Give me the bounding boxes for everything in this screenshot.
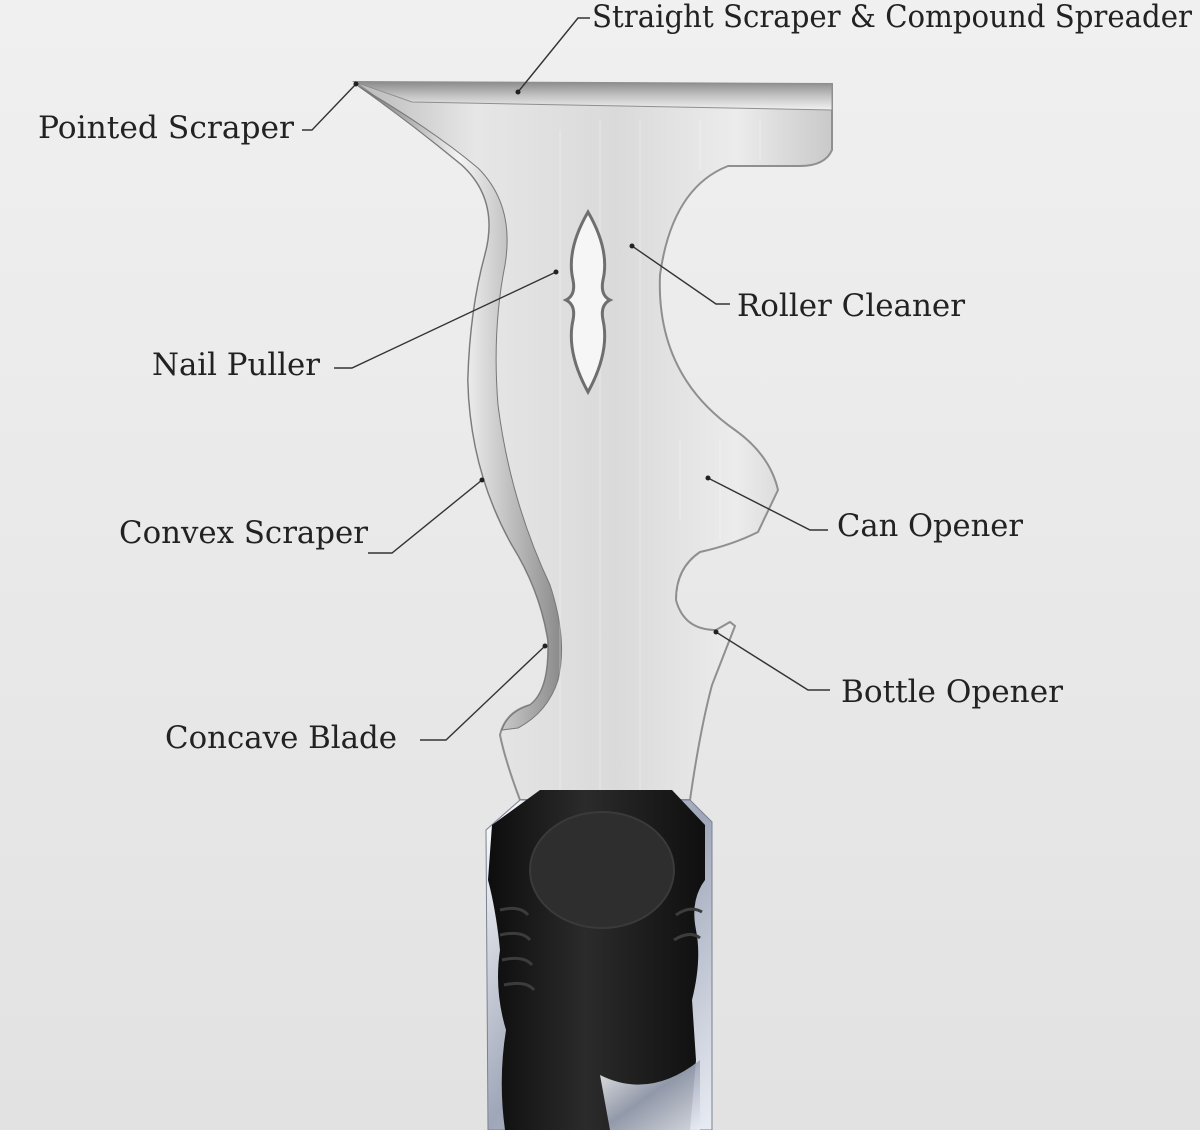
leader-bottle-opener (715, 631, 830, 691)
thumb-rest (529, 811, 675, 929)
callout-labels: Straight Scraper & Compound Spreader Poi… (38, 0, 1192, 756)
brushed-texture (559, 120, 761, 790)
blade (351, 80, 833, 801)
handle (485, 790, 713, 1130)
label-nail-puller: Nail Puller (152, 347, 320, 383)
leader-concave-blade (420, 645, 546, 741)
leader-dot-bottle-opener (713, 629, 719, 635)
leader-pointed-scraper (302, 83, 357, 131)
leader-convex-scraper (368, 479, 483, 554)
leader-straight-scraper (517, 17, 590, 93)
handle-chrome-inlay (600, 1060, 700, 1130)
straight-edge-bevel (354, 81, 833, 111)
label-concave-blade: Concave Blade (165, 720, 397, 756)
label-straight-scraper: Straight Scraper & Compound Spreader (592, 0, 1192, 35)
leader-lines (302, 17, 830, 741)
label-pointed-scraper: Pointed Scraper (38, 110, 294, 146)
leader-dot-convex-scraper (479, 477, 485, 483)
leader-dot-straight-scraper (515, 89, 521, 95)
label-can-opener: Can Opener (837, 508, 1023, 544)
leader-can-opener (707, 477, 828, 531)
label-roller-cleaner: Roller Cleaner (737, 288, 965, 324)
leader-dot-roller-cleaner (629, 243, 635, 249)
leader-nail-puller (334, 271, 557, 369)
left-edge-bevel (357, 85, 563, 731)
leader-dot-concave-blade (542, 643, 548, 649)
leader-dot-pointed-scraper (353, 81, 359, 87)
nail-puller-slot (562, 209, 614, 396)
leader-roller-cleaner (631, 245, 730, 305)
leader-dot-nail-puller (553, 269, 559, 275)
label-convex-scraper: Convex Scraper (119, 515, 368, 551)
label-bottle-opener: Bottle Opener (841, 674, 1063, 710)
grip-ridges (499, 906, 703, 992)
leader-dot-can-opener (705, 475, 711, 481)
